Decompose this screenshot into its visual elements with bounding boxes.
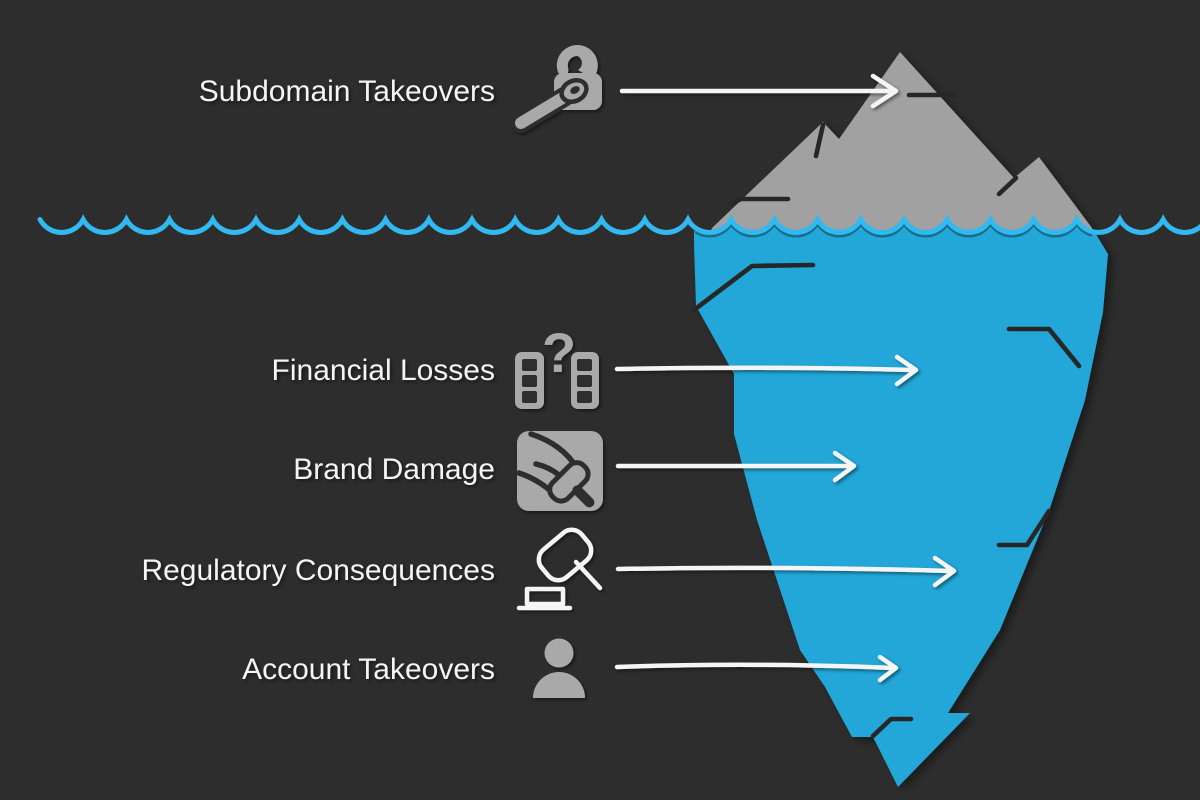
iceberg-above-water (710, 52, 1092, 234)
label-account-takeovers: Account Takeovers (242, 653, 495, 686)
arrows (614, 73, 957, 683)
arrow-brand-damage (615, 450, 857, 483)
question-mark-glyph: ? (542, 321, 576, 384)
label-regulatory-consequences: Regulatory Consequences (141, 554, 495, 587)
water-surface-line (37, 214, 1200, 235)
iceberg-below-water (694, 231, 1108, 787)
person-icon (533, 638, 585, 698)
label-brand-damage: Brand Damage (293, 453, 495, 486)
paintbrush-square-icon (516, 431, 603, 511)
money-columns-question-icon: ? (515, 321, 599, 409)
arrow-account-takeovers (614, 654, 899, 683)
waterline (37, 214, 1200, 246)
arrow-regulatory-consequences (615, 555, 957, 588)
arrow-financial-losses (614, 354, 919, 387)
label-subdomain-takeovers: Subdomain Takeovers (198, 75, 495, 108)
arrow-subdomain-takeovers (619, 73, 899, 109)
iceberg-crevices (691, 92, 1082, 739)
unlocked-padlock-key-icon (511, 45, 602, 133)
gavel-icon (516, 527, 603, 611)
label-financial-losses: Financial Losses (271, 354, 495, 387)
